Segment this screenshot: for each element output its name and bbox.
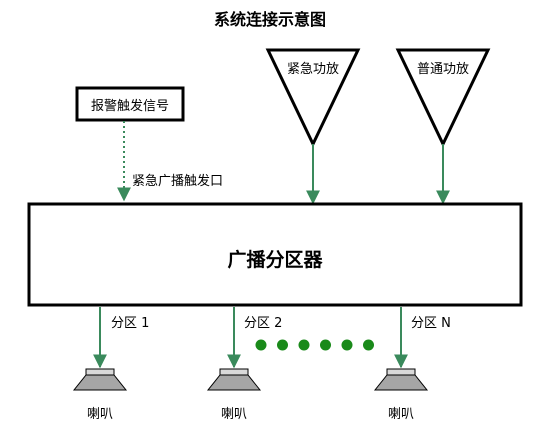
diagram-title: 系统连接示意图 <box>214 10 326 29</box>
alarm-signal-box <box>75 86 185 122</box>
speaker-1-label: 喇叭 <box>87 407 113 422</box>
broadcast-zone-splitter-label: 广播分区器 <box>227 248 323 271</box>
broadcast-zone-splitter-box <box>27 202 523 307</box>
normal-amp-triangle <box>395 48 491 148</box>
more-zones-ellipsis <box>255 339 374 351</box>
speaker-1-icon <box>72 368 128 391</box>
ellipsis-dot <box>341 339 353 351</box>
ellipsis-dot <box>277 339 288 351</box>
ellipsis-dot <box>298 339 310 351</box>
emergency-amp-triangle <box>265 48 361 148</box>
ellipsis-dot <box>255 339 267 351</box>
zone-2-label: 分区 2 <box>244 316 282 331</box>
emergency-amp-label: 紧急功放 <box>287 62 339 77</box>
zone-1-label: 分区 1 <box>111 316 149 331</box>
ellipsis-dot <box>320 339 331 351</box>
alarm-signal-label: 报警触发信号 <box>91 98 169 114</box>
speaker-2-icon <box>206 368 262 391</box>
trigger-port-label: 紧急广播触发口 <box>132 173 223 189</box>
normal-amp-label: 普通功放 <box>417 62 469 77</box>
speaker-n-label: 喇叭 <box>388 407 414 422</box>
speaker-2-label: 喇叭 <box>221 407 247 422</box>
speaker-n-icon <box>373 368 429 391</box>
zone-n-label: 分区 N <box>411 316 451 331</box>
ellipsis-dot <box>363 339 374 351</box>
